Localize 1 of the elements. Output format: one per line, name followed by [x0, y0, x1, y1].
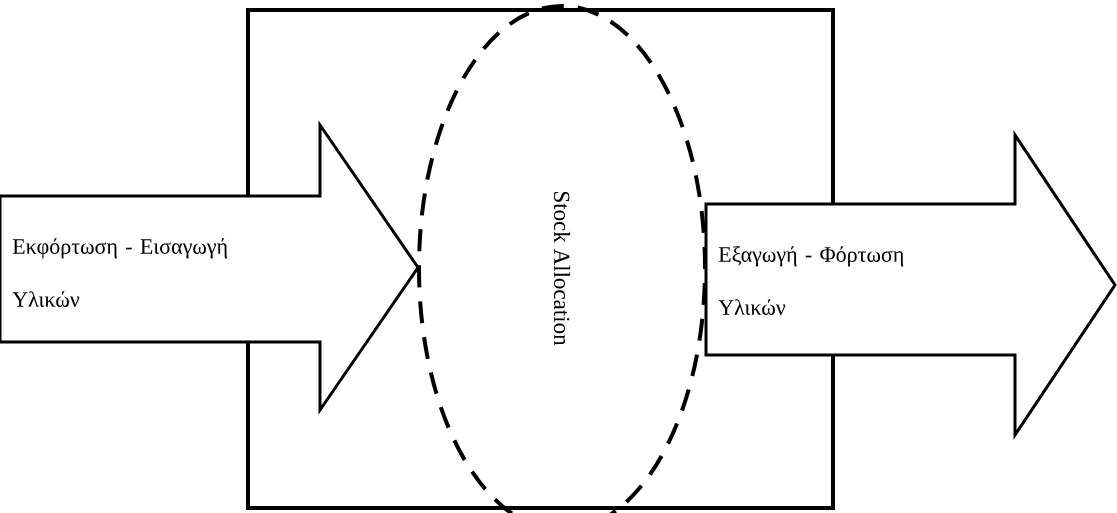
node-label: Εξαγωγή - Φόρτωση Υλικών	[718, 246, 904, 315]
